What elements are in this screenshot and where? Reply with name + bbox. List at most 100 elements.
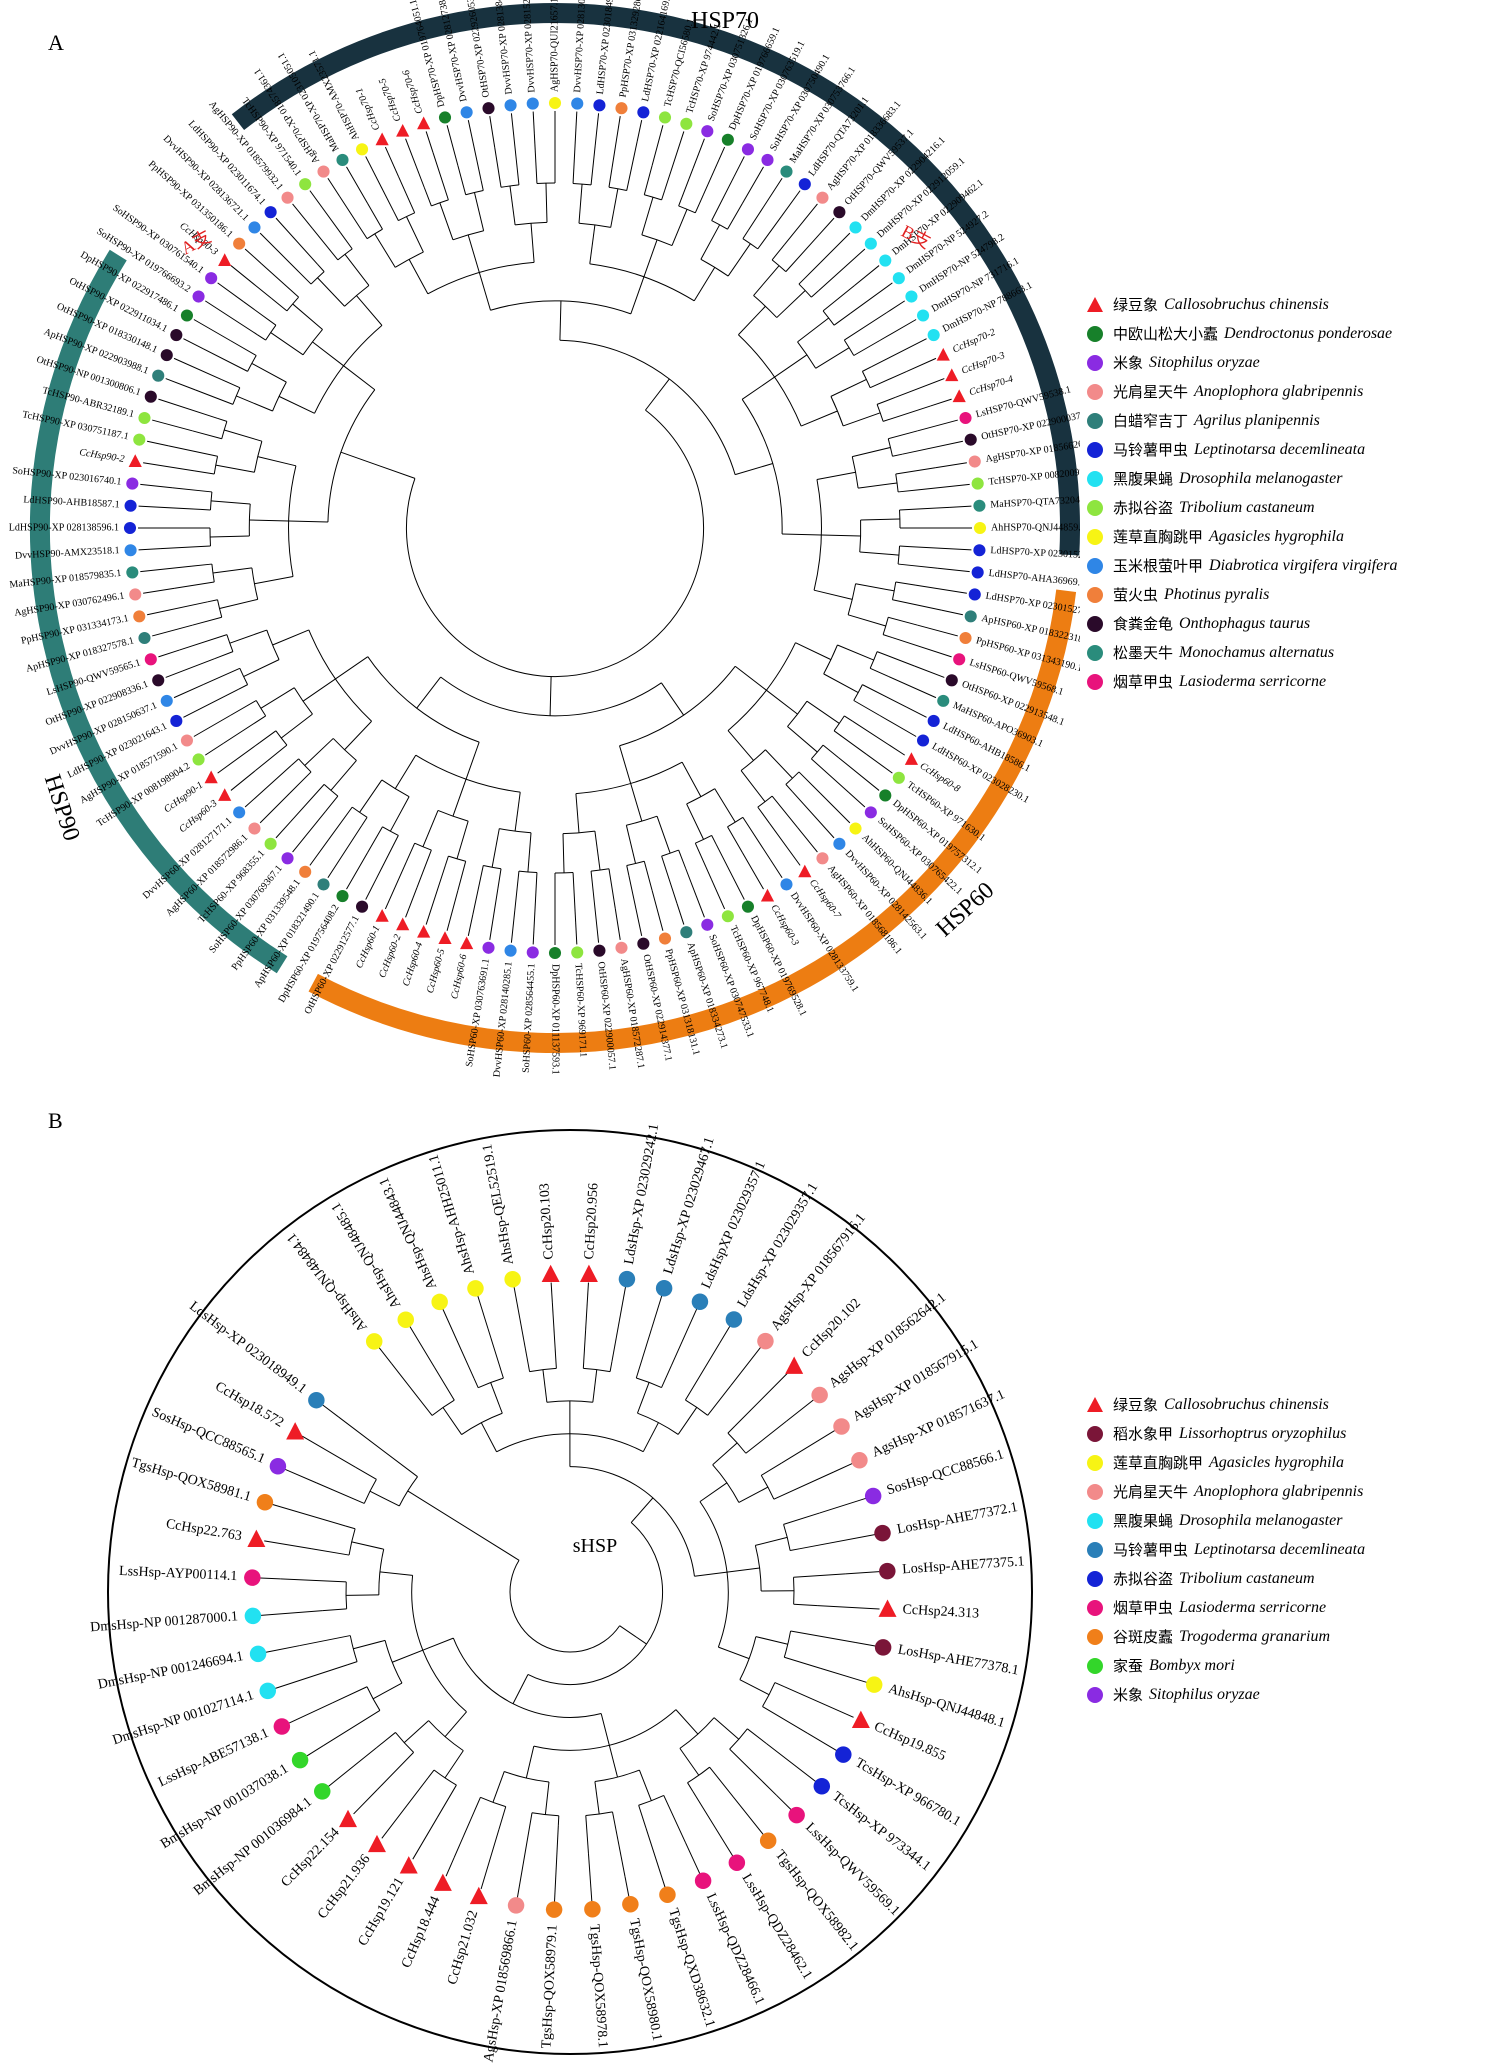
internal-branch: [549, 676, 552, 716]
hsp90-label: HSP90: [39, 771, 85, 844]
internal-branch: [798, 771, 821, 794]
terminal-branch: [949, 505, 972, 508]
internal-branch: [636, 1382, 650, 1414]
legend-latin-name: Drosophila melanogaster: [1179, 1511, 1343, 1529]
terminal-branch: [140, 483, 173, 489]
internal-branch: [465, 741, 480, 780]
leaf-marker: [218, 253, 232, 266]
internal-branch: [210, 535, 250, 538]
leaf-marker: [864, 806, 877, 819]
legend-latin-name: Anoplophora glabripennis: [1194, 382, 1364, 400]
clade-arc: [382, 826, 399, 836]
internal-branch: [727, 202, 743, 230]
terminal-branch: [309, 190, 341, 234]
internal-branch: [797, 317, 830, 343]
legend-latin-name: Dendroctonus ponderosae: [1224, 324, 1393, 342]
leaf-marker: [249, 1645, 267, 1663]
legend-latin-name: Drosophila melanogaster: [1179, 469, 1343, 487]
internal-branch: [742, 817, 771, 860]
internal-branch: [335, 656, 369, 680]
internal-branch: [811, 290, 820, 298]
terminal-branch: [328, 1747, 378, 1787]
internal-branch: [582, 1330, 587, 1369]
internal-branch: [480, 1422, 497, 1453]
internal-branch: [249, 519, 289, 522]
clade-arc: [583, 1367, 611, 1373]
internal-branch: [338, 1416, 418, 1478]
circle-marker-icon: [1085, 1424, 1105, 1444]
legend-chinese-name: 黑腹果蝇: [1113, 470, 1174, 488]
internal-branch: [619, 1625, 647, 1645]
leaf-label: DmsHsp-NP 001287000.1: [90, 1609, 239, 1635]
terminal-branch: [888, 676, 937, 699]
internal-branch: [359, 779, 383, 813]
terminal-branch: [780, 190, 801, 217]
internal-branch: [372, 1682, 403, 1700]
leaf-marker: [659, 1886, 676, 1903]
terminal-branch: [914, 665, 945, 678]
internal-branch: [858, 482, 898, 489]
internal-branch: [700, 224, 721, 260]
legend-chinese-name: 稻水象甲: [1113, 1425, 1174, 1443]
internal-branch: [525, 1745, 535, 1779]
leaf-label: DpHSP60-XP 011137593.1: [550, 964, 561, 1075]
terminal-branch: [766, 1743, 816, 1782]
leaf-marker: [548, 946, 562, 960]
leaf-marker: [375, 908, 389, 922]
internal-branch: [876, 651, 915, 667]
clade-arc: [882, 617, 889, 635]
internal-branch: [280, 713, 313, 739]
internal-branch: [843, 412, 881, 427]
clade-arc: [332, 738, 357, 761]
leaf-marker: [256, 1494, 274, 1511]
internal-branch: [773, 1471, 835, 1500]
legend-item: 黑腹果蝇 Drosophila melanogaster: [1085, 464, 1397, 493]
internal-branch: [522, 1812, 533, 1865]
terminal-branch: [685, 1842, 701, 1874]
leaf-marker: [152, 369, 165, 382]
internal-branch: [685, 1343, 720, 1401]
internal-branch: [219, 598, 258, 610]
leaf-marker: [526, 97, 539, 110]
leaf-marker: [968, 588, 981, 601]
internal-branch: [200, 508, 211, 511]
leaf-marker: [864, 237, 877, 250]
terminal-branch: [147, 440, 169, 447]
legend-latin-name: Anoplophora glabripennis: [1194, 1482, 1364, 1500]
circle-marker-icon: [1085, 614, 1105, 634]
internal-branch: [822, 744, 839, 759]
internal-branch: [738, 305, 766, 336]
terminal-branch: [365, 879, 377, 900]
terminal-branch: [685, 868, 705, 918]
internal-branch: [783, 1512, 820, 1525]
legend-latin-name: Sitophilus oryzae: [1149, 1685, 1260, 1703]
leaf-marker: [952, 389, 966, 403]
leaf-marker: [233, 237, 246, 250]
clade-arc: [437, 809, 469, 822]
internal-branch: [776, 290, 806, 318]
internal-branch: [259, 730, 277, 743]
internal-branch: [815, 347, 850, 369]
internal-branch: [734, 463, 773, 476]
terminal-branch: [346, 852, 368, 890]
terminal-branch: [309, 839, 330, 866]
clade-arc: [221, 421, 228, 439]
terminal-branch: [412, 1817, 438, 1860]
internal-branch: [217, 417, 228, 422]
internal-branch: [490, 1382, 503, 1414]
internal-branch: [444, 855, 449, 866]
panel-b-letter: B: [48, 1108, 63, 1133]
clade-arc: [395, 1732, 414, 1753]
internal-branch: [774, 1682, 785, 1688]
internal-branch: [898, 563, 938, 569]
leaf-marker: [760, 888, 775, 902]
terminal-branch: [879, 715, 917, 737]
legend-chinese-name: 中欧山松大小蠹: [1113, 325, 1219, 343]
leaf-label: CcHsp90-2: [79, 447, 126, 465]
clade-arc: [585, 1811, 613, 1816]
